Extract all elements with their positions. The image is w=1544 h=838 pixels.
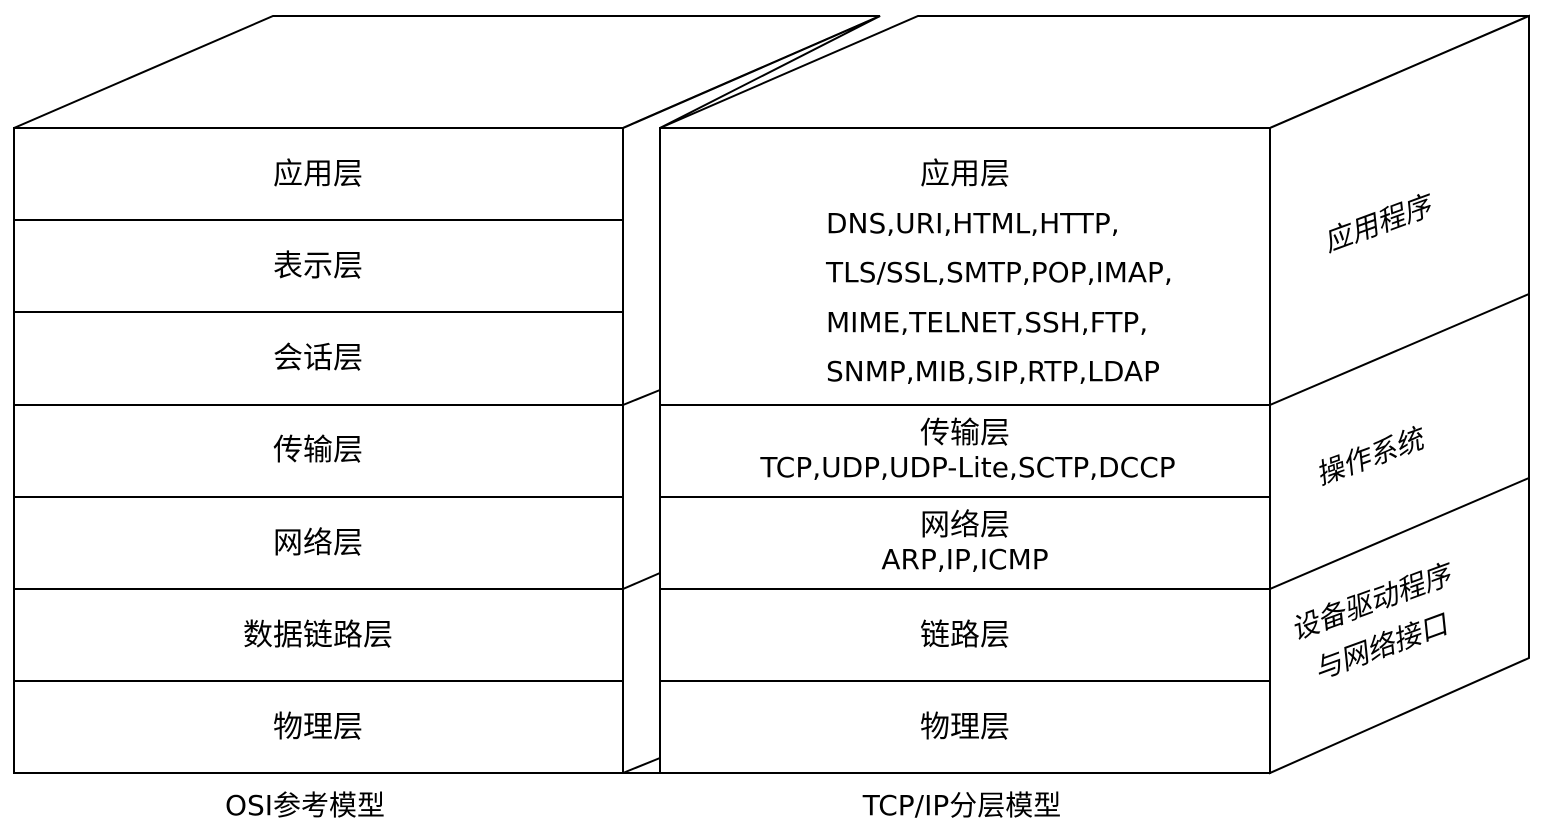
tcpip-layer-transport-title: 传输层 (920, 416, 1010, 451)
osi-layer-datalink: 数据链路层 (243, 618, 393, 653)
tcpip-layer-network-title: 网络层 (920, 508, 1010, 543)
tcpip-application-protocols-line3: MIME,TELNET,SSH,FTP, (826, 306, 1148, 339)
tcpip-layer-link-title: 链路层 (920, 618, 1010, 653)
tcpip-transport-protocols: TCP,UDP,UDP-Lite,SCTP,DCCP (759, 451, 1175, 484)
tcpip-front-face (659, 127, 1271, 774)
tcpip-application-protocols-line2: TLS/SSL,SMTP,POP,IMAP, (825, 256, 1173, 289)
tcpip-caption: TCP/IP分层模型 (862, 789, 1061, 822)
osi-layer-application: 应用层 (273, 157, 363, 192)
osi-model-block: 应用层 表示层 会话层 传输层 网络层 数据链路层 物理层 OSI参考模型 (13, 15, 881, 822)
tcpip-application-protocols-line1: DNS,URI,HTML,HTTP, (826, 207, 1120, 240)
tcpip-side-face (1269, 14, 1530, 775)
tcpip-layer-application-title: 应用层 (920, 157, 1010, 192)
osi-layer-physical: 物理层 (273, 710, 363, 745)
tcpip-layer-physical-title: 物理层 (920, 710, 1010, 745)
osi-layer-session: 会话层 (273, 341, 363, 376)
osi-layer-presentation: 表示层 (273, 249, 363, 284)
osi-layer-transport: 传输层 (273, 433, 363, 468)
tcpip-model-block: 应用层 DNS,URI,HTML,HTTP, TLS/SSL,SMTP,POP,… (659, 14, 1530, 822)
osi-caption: OSI参考模型 (225, 789, 385, 822)
osi-layer-network: 网络层 (273, 526, 363, 561)
tcpip-application-protocols-line4: SNMP,MIB,SIP,RTP,LDAP (826, 355, 1160, 388)
tcpip-network-protocols: ARP,IP,ICMP (881, 543, 1048, 576)
osi-front-face (13, 127, 624, 774)
